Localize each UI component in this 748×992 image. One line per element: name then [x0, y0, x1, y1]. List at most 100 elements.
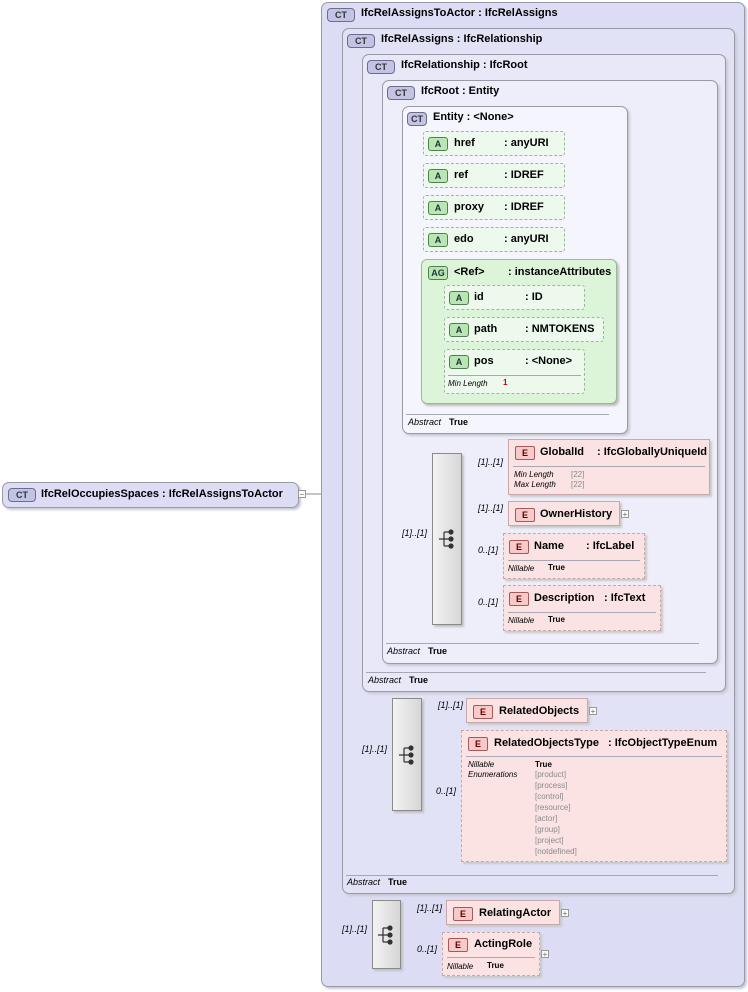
- attribute-href[interactable]: A href : anyURI: [423, 131, 565, 156]
- ct-label: Entity : <None>: [433, 111, 514, 123]
- attribute-type: : NMTOKENS: [525, 323, 595, 335]
- separator: [406, 414, 609, 415]
- attribute-icon: A: [428, 201, 448, 215]
- attribute-icon: A: [449, 355, 469, 369]
- enumeration-value: [control]: [535, 792, 564, 801]
- nillable-value: True: [535, 760, 552, 769]
- element-icon: E: [473, 705, 493, 719]
- element-actingrole[interactable]: E ActingRole Nillable True: [442, 932, 540, 976]
- complex-type-icon: CT: [367, 60, 395, 74]
- facet-value: [22]: [571, 480, 585, 489]
- attribute-icon: A: [428, 233, 448, 247]
- element-description[interactable]: E Description : IfcText Nillable True: [503, 585, 661, 631]
- enumeration-value: [project]: [535, 836, 564, 845]
- element-icon: E: [468, 737, 488, 751]
- attribute-group-type: : instanceAttributes: [508, 266, 612, 278]
- element-name: RelatedObjectsType: [494, 737, 599, 749]
- element-name[interactable]: E Name : IfcLabel Nillable True: [503, 533, 645, 579]
- separator: [447, 957, 535, 958]
- enumerations-facet: Enumerations: [468, 770, 518, 779]
- enumeration-value: [group]: [535, 825, 560, 834]
- element-name: Description: [534, 592, 595, 604]
- separator: [346, 875, 718, 876]
- enumeration-value: [notdefined]: [535, 847, 577, 856]
- cardinality: [1]..[1]: [342, 924, 368, 934]
- attribute-name: edo: [454, 233, 474, 245]
- attribute-icon: A: [428, 137, 448, 151]
- attribute-name: ref: [454, 169, 469, 181]
- ct-label: IfcRelationship : IfcRoot: [401, 59, 528, 71]
- ct-label: IfcRelAssignsToActor : IfcRelAssigns: [361, 7, 558, 19]
- cardinality: 0..[1]: [478, 545, 499, 555]
- complex-type-icon: CT: [387, 86, 415, 100]
- min-length-value: 1: [503, 378, 508, 387]
- nillable-value: True: [487, 961, 504, 970]
- element-globalid[interactable]: E GlobalId : IfcGloballyUniqueId Min Len…: [508, 439, 710, 495]
- element-ownerhistory[interactable]: E OwnerHistory: [508, 501, 620, 526]
- attribute-id[interactable]: A id : ID: [444, 285, 585, 310]
- attribute-name: pos: [474, 355, 494, 367]
- element-icon: E: [515, 446, 535, 460]
- cardinality: [1]..[1]: [478, 457, 504, 467]
- expand-toggle[interactable]: +: [621, 510, 629, 519]
- facet-value: [22]: [571, 470, 585, 479]
- attribute-icon: A: [449, 291, 469, 305]
- cardinality: [1]..[1]: [402, 528, 428, 538]
- root-label: IfcRelOccupiesSpaces : IfcRelAssignsToAc…: [41, 488, 283, 500]
- element-icon: E: [448, 938, 468, 952]
- sequence-icon: [399, 745, 414, 765]
- complex-type-icon: CT: [347, 34, 375, 48]
- complex-type-icon: CT: [8, 488, 36, 502]
- expand-toggle[interactable]: +: [589, 707, 597, 716]
- root-complex-type[interactable]: CT IfcRelOccupiesSpaces : IfcRelAssignsT…: [2, 482, 299, 508]
- complex-type-icon: CT: [327, 8, 355, 22]
- attribute-proxy[interactable]: A proxy : IDREF: [423, 195, 565, 220]
- cardinality: 0..[1]: [436, 786, 457, 796]
- enumeration-value: [product]: [535, 770, 567, 779]
- element-icon: E: [509, 592, 529, 606]
- attribute-name: href: [454, 137, 475, 149]
- facet-label: Max Length: [514, 480, 556, 489]
- element-type: : IfcGloballyUniqueId: [597, 446, 708, 458]
- collapse-toggle[interactable]: −: [298, 490, 306, 499]
- cardinality: 0..[1]: [478, 597, 499, 607]
- enumeration-value: [actor]: [535, 814, 558, 823]
- enumeration-value: [resource]: [535, 803, 571, 812]
- nillable-value: True: [548, 615, 565, 624]
- element-name: OwnerHistory: [540, 508, 613, 520]
- expand-toggle[interactable]: +: [561, 909, 569, 918]
- attribute-path[interactable]: A path : NMTOKENS: [444, 317, 604, 342]
- separator: [466, 756, 722, 757]
- element-name: ActingRole: [474, 938, 533, 950]
- attribute-type: : anyURI: [504, 233, 549, 245]
- attribute-type: : <None>: [525, 355, 573, 367]
- element-relatingactor[interactable]: E RelatingActor: [446, 900, 560, 925]
- nillable-facet: Nillable: [508, 616, 535, 625]
- attribute-group-name: <Ref>: [454, 266, 485, 278]
- nillable-facet: Nillable: [447, 962, 474, 971]
- attribute-icon: A: [449, 323, 469, 337]
- attribute-group-icon: AG: [428, 266, 448, 280]
- complex-type-icon: CT: [407, 112, 427, 126]
- element-relatedobjectstype[interactable]: E RelatedObjectsType : IfcObjectTypeEnum…: [461, 730, 727, 862]
- expand-toggle[interactable]: +: [541, 950, 549, 959]
- attribute-type: : anyURI: [504, 137, 549, 149]
- separator: [508, 560, 640, 561]
- attribute-pos[interactable]: A pos : <None> Min Length 1: [444, 349, 585, 394]
- element-icon: E: [453, 907, 473, 921]
- attribute-icon: A: [428, 169, 448, 183]
- ct-label: IfcRelAssigns : IfcRelationship: [381, 33, 543, 45]
- attribute-edo[interactable]: A edo : anyURI: [423, 227, 565, 252]
- separator: [448, 375, 581, 376]
- cardinality: [1]..[1]: [478, 503, 504, 513]
- separator: [386, 643, 699, 644]
- element-icon: E: [509, 540, 529, 554]
- attribute-name: proxy: [454, 201, 484, 213]
- element-relatedobjects[interactable]: E RelatedObjects: [466, 698, 588, 723]
- separator: [366, 672, 706, 673]
- attribute-ref[interactable]: A ref : IDREF: [423, 163, 565, 188]
- cardinality: [1]..[1]: [362, 744, 388, 754]
- enumeration-value: [process]: [535, 781, 568, 790]
